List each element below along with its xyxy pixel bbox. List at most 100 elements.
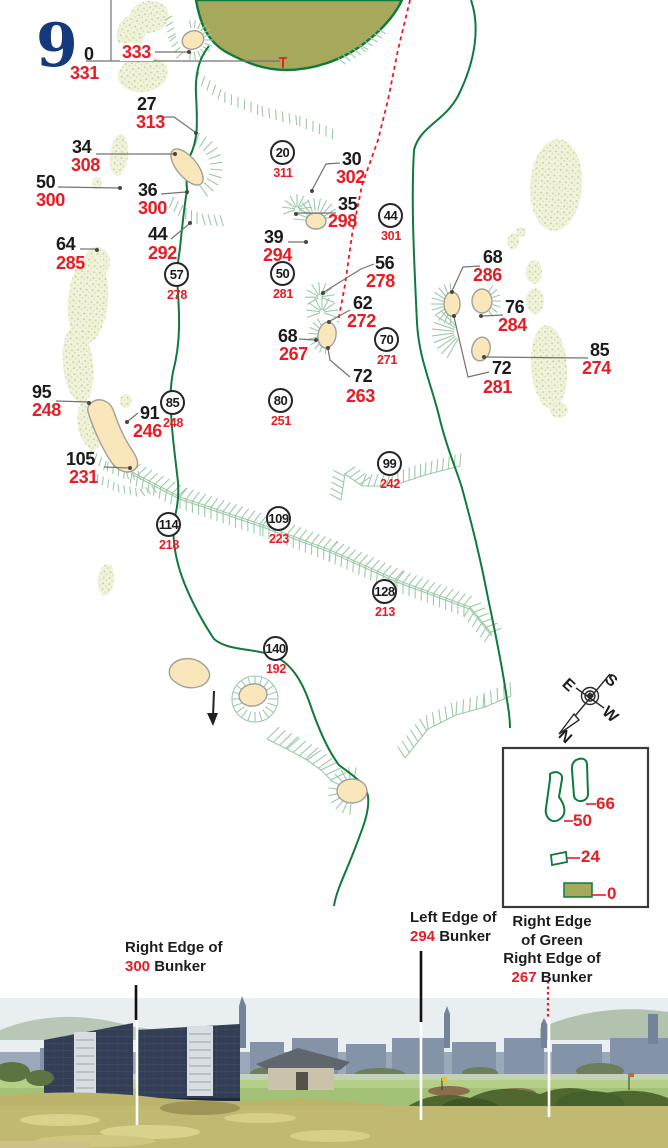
grandstand [44,1023,240,1108]
hole-number: 9 [36,11,78,81]
distance-circle-red-label: 218 [159,538,179,552]
foreground-rough [0,1092,668,1148]
distance-red-label: 231 [69,467,98,487]
distance-black-label: 64 [56,234,76,254]
distance-black-label: 95 [32,382,52,402]
distance-circle-red-label: 248 [163,416,183,430]
distance-red-label: 331 [70,63,99,83]
starter-hut [256,1048,350,1090]
distance-red-label: 298 [328,211,357,231]
distance-red-label: 278 [366,271,395,291]
distance-black-label: 72 [492,358,512,378]
legend-value-green-filled: 0 [607,884,617,903]
distance-circle: 109 [266,506,291,531]
distance-red-label: 313 [136,112,165,132]
distance-circle: 57 [164,262,189,287]
distance-black-label: 68 [278,326,298,346]
legend-value-green-large: 66 [596,794,615,813]
distance-red-label: 300 [138,198,167,218]
pin-flags [441,1073,634,1090]
compass-letters: S E W N [555,671,622,747]
distance-circle-red-label: 242 [380,477,400,491]
target-line-dashed [337,0,411,323]
distance-black-label: 34 [72,137,92,157]
distance-red-label: 292 [148,243,177,263]
distance-circle: 128 [372,579,397,604]
distance-black-label: 62 [353,293,373,313]
distance-circle: 140 [263,636,288,661]
distance-circle: 70 [374,327,399,352]
svg-text:S: S [601,671,621,691]
distance-circle-red-label: 251 [271,414,291,428]
distance-red-label: 300 [36,190,65,210]
legend-tee-outline [550,850,568,867]
distance-red-label: 333 [120,42,153,62]
legend-green-filled [563,882,593,898]
distance-circle: 44 [378,203,403,228]
distance-black-label: 44 [148,224,168,244]
distance-circle-red-label: 223 [269,532,289,546]
svg-text:E: E [559,675,579,695]
distance-red-label: 285 [56,253,85,273]
legend-value-green-small: 50 [573,811,592,830]
distance-circle: 50 [270,261,295,286]
distance-circle: 20 [270,140,295,165]
legend-value-tee: 24 [581,847,600,866]
church-spires [239,996,658,1048]
distance-black-label: 76 [505,297,525,317]
sand-texture-areas [62,0,583,596]
bunkers [87,30,493,804]
distance-red-label: 267 [279,344,308,364]
distance-circle: 114 [156,512,181,537]
putting-green [194,0,404,72]
distance-circle-red-label: 192 [266,662,286,676]
distance-black-label: 85 [590,340,610,360]
distance-black-label: 56 [375,253,395,273]
distance-black-label: 27 [137,94,157,114]
distance-red-label: 281 [483,377,512,397]
distance-black-label: 72 [353,366,373,386]
distance-red-label: 308 [71,155,100,175]
distance-black-label: 105 [66,449,95,469]
distance-red-label: 248 [32,400,61,420]
distance-black-label: 36 [138,180,158,200]
distance-red-label: 284 [498,315,527,335]
fairway-path-left [169,45,370,907]
legend-box [501,746,650,909]
distance-black-label: 30 [342,149,362,169]
svg-text:N: N [555,727,575,747]
distance-red-label: 272 [347,311,376,331]
annotation-pointer-lines [134,951,550,1022]
distance-red-label: 274 [582,358,611,378]
photo-bunker [428,1086,470,1096]
distance-circle: 85 [160,390,185,415]
distance-black-label: 35 [338,194,358,214]
distance-black-label: 91 [140,403,160,423]
distance-circle-red-label: 301 [381,229,401,243]
distance-circle-red-label: 311 [273,166,293,180]
distance-red-label: 302 [336,167,365,187]
distance-red-label: 246 [133,421,162,441]
distance-leader-lines [55,0,589,470]
distance-red-label: 286 [473,265,502,285]
legend-green-outline-small [544,771,566,823]
distance-circle-red-label: 213 [375,605,395,619]
distance-black-label: 68 [483,247,503,267]
course-photo [0,996,668,1148]
distance-circle-red-label: 281 [273,287,293,301]
distance-red-label: 294 [263,245,292,265]
distance-circle: 99 [377,451,402,476]
distance-black-label: 39 [264,227,284,247]
distance-red-label: 263 [346,386,375,406]
distance-black-label: 0 [84,44,94,64]
distance-circle-red-label: 278 [167,288,187,302]
distance-black-label: 50 [36,172,56,192]
compass-rose [558,673,611,735]
legend-green-outline-large [570,757,590,802]
photo-sightlines [135,1018,551,1125]
